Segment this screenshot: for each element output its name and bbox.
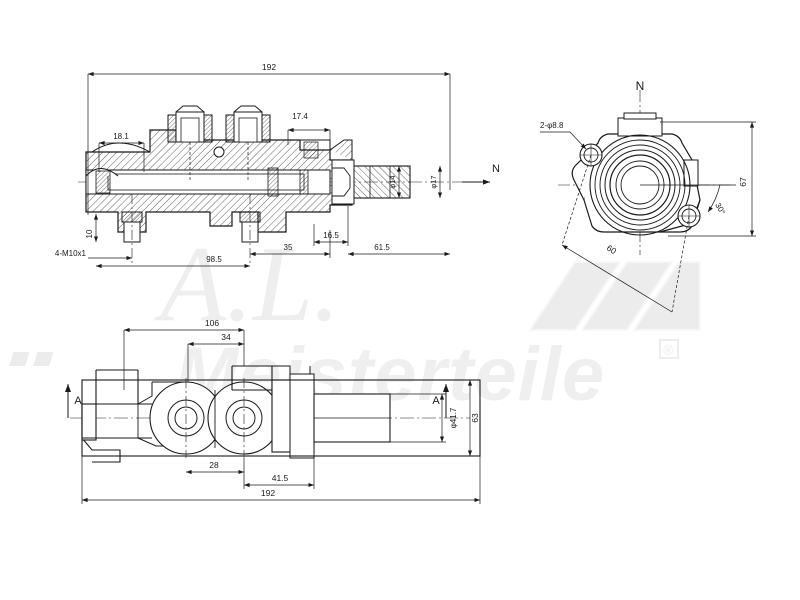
outlet-port-right [239, 194, 261, 266]
plan-right-flange [289, 373, 315, 459]
side-boss [683, 159, 699, 187]
dim-34: 34 [187, 332, 244, 382]
dim-label-67: 67 [738, 177, 748, 187]
dim-label-192-bottom: 192 [261, 488, 275, 498]
dim-192-bottom: 192 [81, 380, 481, 504]
dim-bore-dia: φ14 [388, 166, 402, 198]
dim-label-17-4: 17.4 [292, 112, 308, 121]
center-port-circle [213, 146, 225, 158]
dim-piston-dia: φ41.7 [390, 393, 458, 443]
top-boss-cap [623, 112, 657, 120]
dim-98-5: 98.5 [96, 255, 250, 269]
dim-label-61-5: 61.5 [374, 243, 390, 252]
section-label-a-right: A [432, 395, 440, 407]
end-view: N 2-φ8.8 60 67 30° [540, 79, 756, 313]
step-detail [299, 139, 353, 160]
dim-18-1: 18.1 [98, 132, 145, 172]
dim-label-192-top: 192 [262, 62, 276, 72]
dim-label-bore-dia: φ14 [388, 175, 397, 188]
dim-label-63: 63 [470, 413, 480, 423]
section-view: 192 18.1 17.4 10 4-M10x1 98 [55, 62, 500, 269]
push-rod-assembly [331, 159, 411, 205]
watermark-group: A.L. Meisterteile ® [9, 225, 701, 417]
seal-pack-left [95, 170, 111, 194]
dim-28: 28 [186, 460, 244, 475]
dim-label-18-1: 18.1 [113, 132, 129, 141]
watermark-registered-icon: ® [659, 339, 679, 359]
dim-63: 63 [467, 380, 480, 456]
note-bolt-holes: 2-φ8.8 [540, 121, 587, 150]
dim-16-5: 16.5 [313, 206, 349, 246]
dim-61-5: 61.5 [348, 243, 450, 257]
body-outline [85, 129, 353, 233]
dim-label-shaft-dia: φ17 [429, 175, 438, 188]
watermark-logo-icon [528, 261, 701, 331]
plan-view: A A 106 34 28 41.5 [65, 318, 481, 504]
dim-label-28: 28 [209, 460, 219, 470]
watermark-accent-blocks [9, 352, 54, 366]
reservoir-port-1 [167, 105, 213, 182]
svg-text:®: ® [663, 342, 674, 358]
outlet-port-left [121, 194, 143, 266]
reservoir-port-2 [225, 105, 271, 182]
dim-label-piston-dia: φ41.7 [449, 407, 458, 428]
view-label-n-end: N [636, 79, 645, 93]
view-arrow-n-section: N [462, 163, 500, 185]
section-marker-a-right: A [432, 384, 449, 418]
plan-left-block [81, 403, 97, 441]
dim-41-5: 41.5 [243, 456, 315, 489]
view-label-n-end-group: N [636, 79, 645, 93]
dim-17-4: 17.4 [287, 112, 331, 150]
section-label-a-left: A [74, 395, 82, 407]
dim-overall-192: 192 [87, 62, 451, 215]
dim-shaft-dia: φ17 [429, 166, 443, 198]
dim-label-35: 35 [284, 243, 293, 252]
seal-pack-mid [267, 167, 309, 197]
dim-label-41-5: 41.5 [272, 473, 289, 483]
plan-left-boss [95, 369, 139, 404]
dim-label-34: 34 [221, 332, 231, 342]
dim-106: 106 [123, 318, 245, 390]
top-boss [617, 117, 663, 137]
note-thread: 4-M10x1 [55, 249, 132, 261]
dim-label-98-5: 98.5 [206, 255, 222, 264]
view-label-n-section: N [492, 163, 500, 175]
dim-10-vertical: 10 [85, 214, 99, 242]
section-marker-a-left: A [65, 384, 82, 418]
dim-label-106: 106 [205, 318, 219, 328]
dim-label-16-5: 16.5 [323, 231, 339, 240]
note-label-bolt-holes: 2-φ8.8 [540, 121, 564, 130]
plan-port-circle-1 [149, 378, 223, 458]
plan-port-circle-2 [207, 378, 281, 458]
dim-67: 67 [660, 121, 756, 237]
watermark-script-text: A.L. [154, 225, 340, 344]
plan-left-taper [137, 382, 153, 405]
dim-label-10: 10 [85, 229, 94, 238]
note-label-thread: 4-M10x1 [55, 249, 87, 258]
